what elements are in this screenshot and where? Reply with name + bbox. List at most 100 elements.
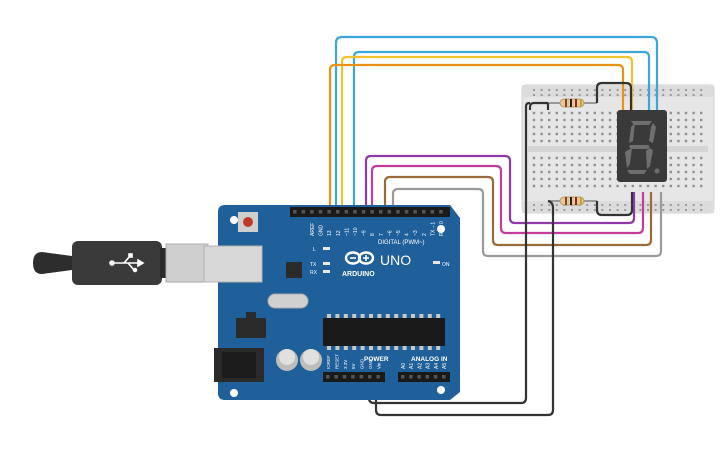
header-hole <box>430 210 435 214</box>
led-l-label: L <box>313 247 316 253</box>
chip-pin <box>360 314 365 318</box>
header-hole <box>318 210 323 214</box>
header-hole <box>353 210 357 214</box>
rail-hole <box>578 89 581 91</box>
rail-hole <box>571 94 573 96</box>
breadboard-hole <box>669 111 672 115</box>
header-hole <box>342 375 347 379</box>
rail-hole <box>624 209 627 211</box>
rail-hole <box>639 204 642 206</box>
breadboard-hole <box>532 132 536 136</box>
chip-pin <box>402 314 407 318</box>
wire-black-gnd2[interactable] <box>367 101 531 405</box>
breadboard-hole <box>692 170 695 174</box>
rail-hole <box>609 94 611 96</box>
arduino-logo-icon <box>344 251 375 265</box>
rail-hole <box>639 209 642 211</box>
rail-hole <box>700 209 703 211</box>
chip-pin <box>394 346 399 350</box>
breadboard-hole <box>532 111 536 115</box>
pin-label: ~9 <box>362 230 368 236</box>
rail-hole <box>533 89 535 91</box>
reset-button[interactable] <box>238 212 258 232</box>
rail-hole <box>563 209 566 211</box>
breadboard-hole <box>540 156 543 160</box>
rail-hole <box>654 204 657 206</box>
header-hole <box>401 375 405 379</box>
rail-hole <box>677 89 680 91</box>
mount-hole <box>230 216 238 224</box>
analog-header[interactable] <box>398 372 450 382</box>
pin-label: A1 <box>409 363 415 369</box>
breadboard-hole <box>563 132 566 136</box>
wire-yellow[interactable] <box>340 55 634 211</box>
resistor-bottom[interactable] <box>548 196 597 206</box>
breadboard-hole <box>684 125 688 129</box>
rail-hole <box>540 94 543 96</box>
breadboard-hole <box>532 170 536 174</box>
breadboard-hole <box>608 163 612 167</box>
led-on-label: ON <box>442 262 450 268</box>
breadboard-hole <box>593 156 596 160</box>
wire-orange[interactable] <box>328 63 625 211</box>
breadboard-hole <box>570 163 574 167</box>
breadboard-hole <box>586 156 589 160</box>
digital-header[interactable] <box>290 207 450 217</box>
led-rx-label: RX <box>310 270 318 276</box>
breadboard-hole <box>586 163 589 167</box>
pin-label: IOREF <box>326 355 331 369</box>
header-hole <box>439 210 443 214</box>
display-segments <box>625 121 660 174</box>
breadboard-hole <box>578 139 581 143</box>
rail-hole <box>662 94 665 96</box>
rail-hole <box>654 89 657 91</box>
model-label: UNO <box>380 252 411 268</box>
breadboard-hole <box>555 125 558 129</box>
header-hole <box>351 375 355 379</box>
seven-segment-display[interactable]: 8. <box>617 110 667 182</box>
breadboard-hole <box>677 132 680 136</box>
pin-label: RX←0 <box>439 221 445 236</box>
header-hole <box>442 375 446 379</box>
wire-purple[interactable] <box>364 154 636 225</box>
rail-hole <box>601 209 604 211</box>
breadboard-hole <box>669 177 672 181</box>
breadboard-hole <box>677 156 680 160</box>
header-hole <box>326 375 330 379</box>
breadboard-hole <box>555 111 558 115</box>
wire-blue-outer[interactable] <box>334 35 659 211</box>
wire-blue-inner[interactable] <box>352 50 651 211</box>
chip-pin <box>419 314 424 318</box>
wire-brown[interactable] <box>383 175 653 247</box>
pin-label: Vin <box>376 362 381 369</box>
breadboard-hole <box>578 156 581 160</box>
wire-black-top[interactable] <box>528 81 633 110</box>
rail-hole <box>692 94 695 96</box>
wire-magenta[interactable] <box>370 164 645 235</box>
resistor-top[interactable] <box>548 98 597 108</box>
wire-gray[interactable] <box>391 187 663 258</box>
header-hole <box>425 375 430 379</box>
breadboard-hole <box>570 170 574 174</box>
digital-header-holes <box>293 210 443 214</box>
breadboard-hole <box>601 156 604 160</box>
rail-hole <box>593 204 596 206</box>
rail-hole <box>624 89 627 91</box>
breadboard-hole <box>540 118 543 122</box>
breadboard-hole <box>586 170 589 174</box>
chip-pin <box>335 346 340 350</box>
chip-pin <box>335 314 340 318</box>
header-hole <box>361 210 366 214</box>
breadboard-hole <box>608 184 612 188</box>
rail-hole <box>601 89 604 91</box>
wire-black-gnd[interactable] <box>374 199 555 417</box>
breadboard-hole <box>555 184 558 188</box>
breadboard-hole <box>593 132 596 136</box>
mount-hole <box>437 225 445 233</box>
wire-black-bottom[interactable] <box>595 192 634 217</box>
header-hole <box>310 210 314 214</box>
breadboard-hole <box>540 139 543 143</box>
rail-hole <box>616 94 619 96</box>
